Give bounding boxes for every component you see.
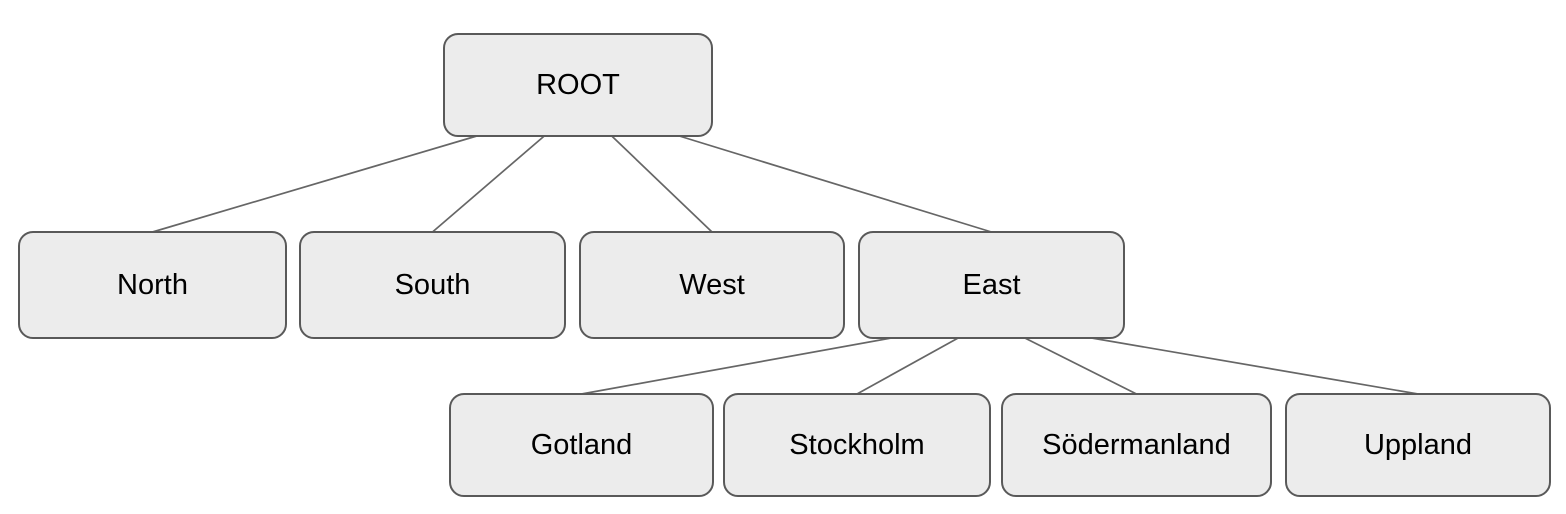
tree-node-label-gotland: Gotland [530, 428, 633, 461]
tree-node-uppland: Uppland [1285, 393, 1551, 497]
tree-node-label-south: South [394, 268, 471, 301]
tree-node-east: East [858, 231, 1125, 339]
tree-node-label-root: ROOT [536, 68, 620, 101]
tree-node-label-sodermanland: Södermanland [1042, 428, 1231, 461]
tree-edge-root-west [611, 135, 713, 233]
tree-edge-east-uppland [1091, 337, 1419, 395]
tree-node-label-west: West [679, 268, 745, 301]
tree-edge-east-sodermanland [1024, 337, 1137, 395]
tree-node-gotland: Gotland [449, 393, 714, 497]
tree-node-label-north: North [117, 268, 188, 301]
tree-node-west: West [579, 231, 845, 339]
tree-edge-root-east [679, 135, 992, 233]
tree-node-south: South [299, 231, 566, 339]
tree-node-label-stockholm: Stockholm [789, 428, 925, 461]
tree-edge-root-north [152, 135, 477, 233]
tree-node-label-east: East [962, 268, 1021, 301]
tree-node-label-uppland: Uppland [1363, 428, 1473, 461]
tree-edge-root-south [431, 135, 545, 233]
tree-node-root: ROOT [443, 33, 713, 137]
tree-node-stockholm: Stockholm [723, 393, 991, 497]
tree-node-north: North [18, 231, 287, 339]
tree-node-sodermanland: Södermanland [1001, 393, 1272, 497]
tree-edge-east-gotland [581, 337, 892, 395]
tree-edge-east-stockholm [856, 337, 959, 395]
